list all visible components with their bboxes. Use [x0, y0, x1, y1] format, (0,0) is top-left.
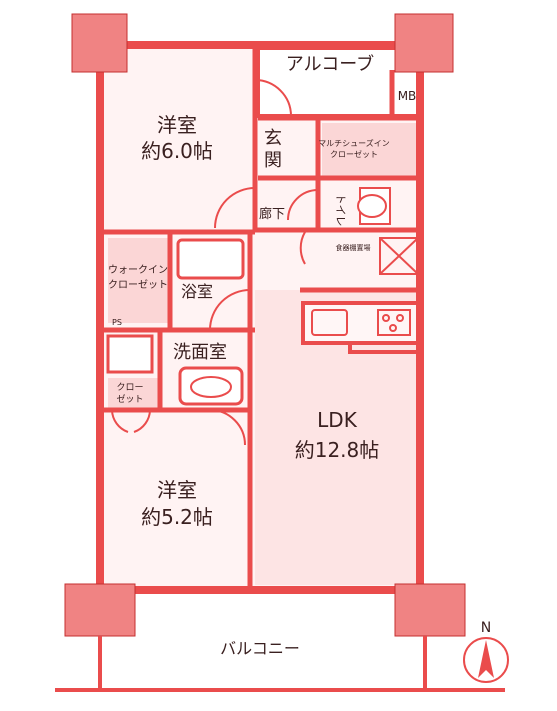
room-ldk-size: 約12.8帖 — [295, 438, 380, 462]
room-bedroom2-size: 約5.2帖 — [141, 505, 213, 529]
toilet-fixture — [357, 187, 391, 225]
room-bath: 浴室 — [181, 282, 213, 301]
counter-return — [348, 343, 418, 354]
outer-walls — [96, 41, 424, 594]
sink — [311, 309, 348, 336]
room-bedroom1-size: 約6.0帖 — [141, 139, 213, 163]
room-alcove: アルコーブ — [286, 53, 374, 75]
room-ps: PS — [112, 318, 122, 327]
multi-closet-floor — [322, 123, 420, 178]
room-closet-1: クロー — [116, 382, 143, 393]
bathtub — [176, 238, 245, 280]
room-pantry: 食器棚置場 — [336, 243, 371, 252]
room-walkin-1: ウォークイン — [108, 264, 168, 276]
room-balcony: バルコニー — [220, 639, 300, 658]
room-entrance-1: 玄 — [264, 128, 282, 149]
closet-floor — [108, 378, 158, 408]
walkin-floor — [108, 238, 168, 323]
room-walkin-2: クローゼット — [108, 279, 168, 291]
washing-machine — [106, 334, 154, 374]
balcony — [55, 636, 505, 692]
washbasin — [178, 366, 244, 406]
room-toilet: トイレ — [334, 194, 347, 227]
room-ldk-name: LDK — [317, 408, 358, 432]
room-bedroom1-name: 洋室 — [157, 113, 197, 137]
room-multi-closet-1: マルチシューズイン — [318, 138, 390, 148]
room-closet-2: ゼット — [116, 393, 143, 405]
pantry-box — [379, 237, 419, 275]
room-mb: MB — [398, 89, 417, 103]
room-bedroom2-name: 洋室 — [157, 478, 197, 502]
room-entrance-2: 関 — [264, 150, 282, 171]
door-swings — [111, 79, 319, 446]
room-hallway: 廊下 — [259, 206, 285, 222]
washbasin-bowl — [190, 376, 232, 398]
room-washroom: 洗面室 — [173, 342, 227, 363]
compass-icon: N — [463, 620, 509, 683]
stove-icon — [377, 309, 411, 336]
columns — [64, 13, 466, 637]
room-multi-closet-2: クローゼット — [330, 149, 378, 159]
compass-label: N — [481, 620, 491, 636]
